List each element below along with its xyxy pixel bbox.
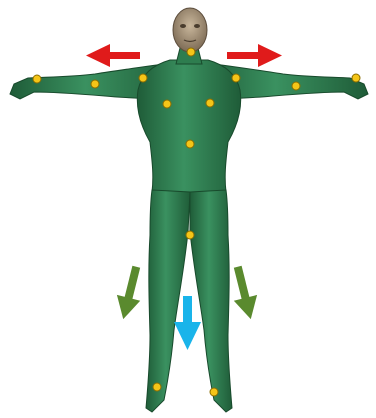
arrow-down-left-icon xyxy=(112,264,148,322)
joint-crotch xyxy=(186,231,194,239)
right-eye xyxy=(194,24,200,28)
left-eye xyxy=(180,24,186,28)
joint-right-elbow xyxy=(292,82,300,90)
arrow-right-icon xyxy=(227,44,282,67)
joint-pelvis xyxy=(186,140,194,148)
joint-left-elbow xyxy=(91,80,99,88)
joint-left-ankle xyxy=(153,383,161,391)
joint-head xyxy=(187,48,195,56)
joint-right-wrist xyxy=(352,74,360,82)
torso xyxy=(137,60,240,192)
joint-left-shoulder xyxy=(139,74,147,82)
joint-chest-right xyxy=(206,99,214,107)
joint-left-wrist xyxy=(33,75,41,83)
right-leg xyxy=(190,190,232,412)
head xyxy=(173,8,207,52)
arrow-left-icon xyxy=(86,44,140,67)
arrow-down-right-icon xyxy=(226,264,262,322)
joint-right-ankle xyxy=(210,388,218,396)
joint-right-shoulder xyxy=(232,74,240,82)
joint-chest-left xyxy=(163,100,171,108)
